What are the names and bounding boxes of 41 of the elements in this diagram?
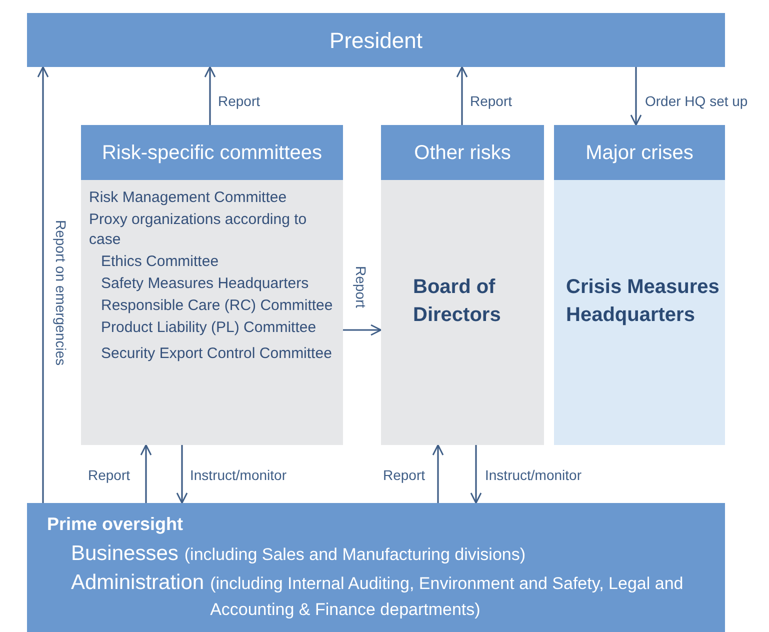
division-name: Businesses (71, 541, 178, 567)
edge-label: Report on emergencies (52, 220, 70, 366)
division-note: (including Sales and Manufacturing divisions) (183, 544, 526, 566)
arrow (37, 66, 49, 503)
division-note: (including Internal Auditing, Environment and Safety, Legal and Accounting & Finance departments) (209, 572, 684, 620)
edge-label: Report (352, 266, 370, 308)
arrow (630, 67, 642, 126)
column-box (554, 125, 725, 445)
arrow (456, 66, 468, 125)
body-name: Crisis Measures Headquarters (566, 274, 720, 328)
node-title: President (330, 26, 422, 54)
arrow (432, 444, 444, 503)
edge-label: Instruct/monitor (190, 466, 286, 485)
edge-label: Report (383, 466, 426, 485)
column-box (381, 125, 544, 445)
bottom-band (27, 503, 725, 632)
committee-name: Proxy organizations according to case (89, 210, 308, 250)
arrow (204, 66, 216, 125)
edge-label: Report (218, 92, 260, 111)
top-box (27, 13, 725, 67)
edge-label: Instruct/monitor (485, 466, 582, 485)
committee-name: Safety Measures Headquarters (101, 274, 310, 294)
section-title: Prime oversight (47, 513, 184, 536)
arrow (470, 445, 482, 504)
committee-column (81, 125, 343, 445)
body-name: Board of Directors (413, 274, 502, 328)
committee-name: Responsible Care (RC) Committee (101, 296, 334, 316)
column-title: Major crises (586, 140, 694, 166)
committee-name: Ethics Committee (101, 252, 220, 272)
edge-label: Order HQ set up (645, 92, 748, 111)
column-title: Other risks (414, 140, 511, 166)
arrow (140, 444, 152, 503)
arrow (343, 324, 382, 336)
division-name: Administration (71, 570, 204, 596)
arrow (176, 445, 188, 504)
edge-label: Report (88, 466, 130, 485)
committee-name: Risk Management Committee (89, 188, 288, 208)
column-title: Risk-specific committees (102, 140, 322, 166)
committee-name: Security Export Control Committee (101, 344, 333, 364)
committee-name: Product Liability (PL) Committee (101, 318, 318, 338)
edge-label: Report (470, 92, 512, 111)
